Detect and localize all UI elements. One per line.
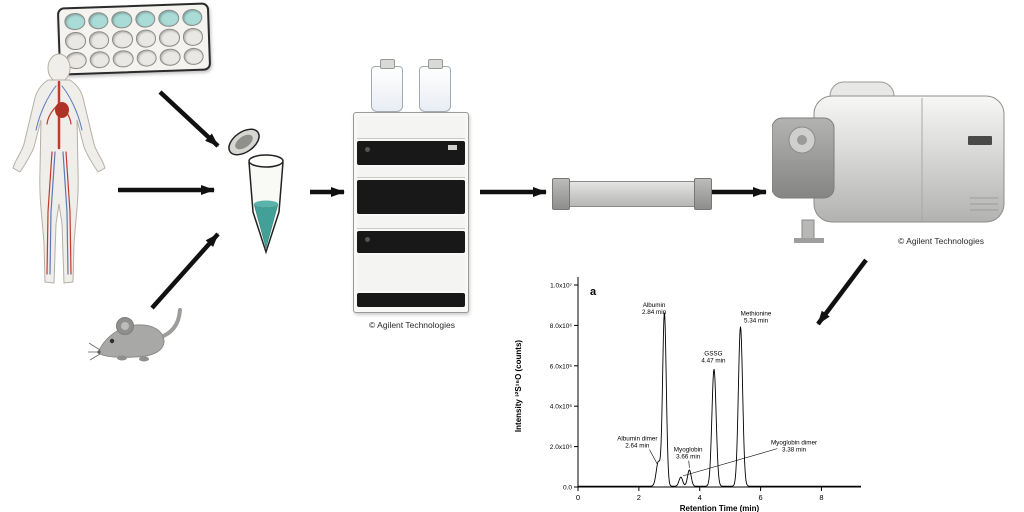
hplc-panel [357,231,465,253]
panel-label: a [590,286,597,298]
peak-pointer-line [688,460,690,468]
hplc-instrument-icon [350,59,472,313]
vasculature [35,80,83,275]
mouse-eye [109,338,115,344]
well [111,30,133,49]
hplc-panel [357,180,465,214]
tube-opening [248,154,284,168]
hplc-module [357,216,465,229]
lc-column-icon [552,178,712,210]
hplc-panel [357,293,465,307]
chromatogram-svg: 0.0 2.0x10⁶ 4.0x10⁶ 6.0x10⁶ 8.0x10⁶ 1.0x10⁷ 0 2… [514,277,861,512]
sample-tube-icon [228,128,284,255]
ms-torch-port-inner [797,135,807,145]
y-tick-label: 1.0x10⁷ [550,283,573,290]
body-outline [12,53,106,284]
ms-logo-badge [968,136,992,145]
peak-pointer-line [649,449,658,464]
solvent-bottle [371,59,403,112]
hplc-module [357,255,465,291]
well [182,47,204,66]
x-tick-label: 6 [758,493,762,502]
mouse-icon [88,308,182,362]
hplc-module [357,116,465,139]
ms-caption: © Agilent Technologies [898,236,984,246]
column-endcap [694,178,712,210]
well [111,11,133,30]
y-axis-title: Intensity ³²S¹⁶O (counts) [514,340,523,432]
chromatogram-trace [578,312,861,487]
mouse-whiskers [88,342,101,361]
well [182,27,204,46]
ms-sample-intro-module [772,117,835,199]
y-tick-label: 6.0x10⁶ [550,363,573,370]
tube-cap-inner [235,134,253,150]
ms-vents [970,197,998,211]
solvent-bottles [350,59,472,112]
x-tick-label: 8 [819,493,823,502]
x-axis-title: Retention Time (min) [680,504,760,512]
y-tick-label: 8.0x10⁶ [550,323,573,330]
well [88,31,110,50]
solvent-bottle [419,59,451,112]
arrow-plate-to-tube [158,90,220,148]
peak-pointer-line [682,448,778,477]
well [134,10,156,29]
x-tick-label: 2 [637,493,641,502]
x-tick-label: 4 [698,493,702,502]
mouse-foot [117,355,127,361]
well [135,29,157,48]
column-endcap [552,178,570,210]
x-tick-label: 0 [576,493,580,502]
y-tick-label: 2.0x10⁶ [550,444,573,451]
well [87,11,109,30]
well [64,32,86,51]
mouse-ear-inner [121,322,129,330]
well [159,48,181,67]
y-tick-label: 0.0 [563,485,572,492]
hplc-module-stack [353,112,469,313]
liquid-meniscus [254,200,278,208]
heart [55,102,69,118]
ms-stand [801,219,815,241]
ms-stand-foot [794,238,824,243]
well [181,8,203,27]
well [158,28,180,47]
human-body-icon [12,53,106,284]
mouse-foot [139,356,149,362]
ms-main-body [813,95,1005,223]
well [64,12,86,31]
hplc-module [357,167,465,178]
hplc-panel [357,141,465,165]
hplc-caption: © Agilent Technologies [369,320,455,330]
well [135,48,157,67]
y-tick-label: 4.0x10⁶ [550,404,573,411]
well [158,9,180,28]
mass-spectrometer-icon [772,81,1005,243]
